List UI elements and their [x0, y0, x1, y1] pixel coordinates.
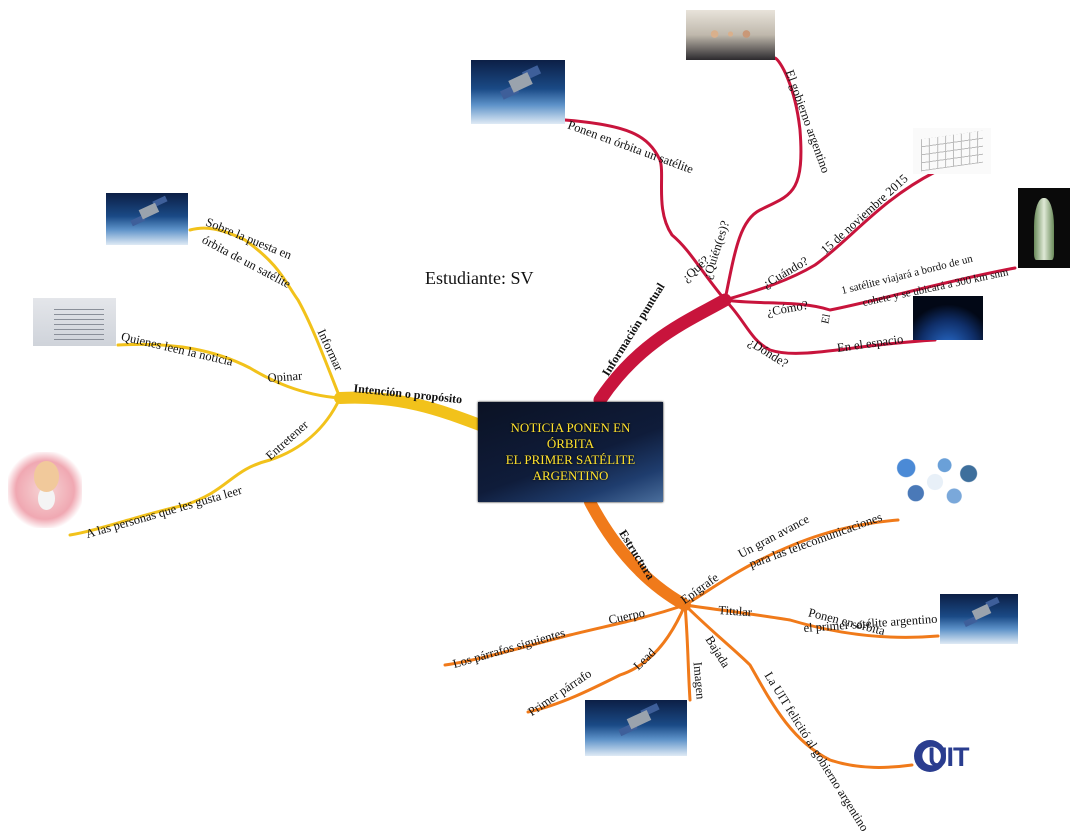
- government-photo: [686, 10, 775, 60]
- node-label-titular: Titular: [717, 603, 753, 620]
- branch-informacion: [593, 293, 732, 407]
- branch-cuerpo: [443, 603, 687, 667]
- telecom-collage-image: [885, 452, 985, 512]
- central-title-line: NOTICIA PONEN EN: [510, 419, 631, 435]
- branch-estructura: [584, 496, 691, 611]
- branch-quien: [723, 56, 803, 302]
- uit-logo: UIT: [912, 738, 988, 776]
- calendar-image: [913, 128, 991, 174]
- branch-intencion: [334, 391, 486, 431]
- rocket-image: [1018, 188, 1070, 268]
- uit-logo-ring: [914, 740, 946, 772]
- branch-imagen: [683, 603, 692, 702]
- branch-epigrafe: [683, 518, 900, 607]
- branch-que: [563, 118, 727, 302]
- student-label: Estudiante: SV: [425, 268, 534, 288]
- branch-donde: [723, 298, 937, 355]
- satellite-image: [585, 700, 687, 756]
- branch-cuando: [723, 170, 937, 302]
- node-label-imagen: Imagen: [690, 661, 708, 700]
- central-node: NOTICIA PONEN EN ÓRBITA EL PRIMER SATÉLI…: [478, 402, 663, 502]
- branch-titular: [683, 603, 940, 639]
- mind-map-branches: [68, 56, 1017, 769]
- satellite-image: [471, 60, 565, 124]
- branch-opinar: [116, 342, 342, 400]
- central-title-line: EL PRIMER SATÉLITE: [505, 452, 636, 467]
- node-detail-como-prefix: El: [819, 312, 834, 325]
- satellite-image: [940, 594, 1018, 644]
- uit-logo-text: UIT: [928, 742, 969, 772]
- earth-image: [913, 296, 983, 340]
- branch-informar: [188, 226, 342, 400]
- branch-como: [723, 266, 1017, 312]
- central-title-line: ARGENTINO: [532, 468, 609, 484]
- node-label-opinar: Opinar: [267, 368, 303, 385]
- branch-bajada: [683, 603, 914, 769]
- central-title-line: ÓRBITA: [546, 435, 595, 451]
- branch-lead: [526, 603, 687, 714]
- satellite-image: [106, 193, 188, 245]
- branch-entretener: [68, 396, 342, 537]
- cartoon-reader-image: [8, 452, 82, 528]
- reading-newspaper-image: [33, 298, 116, 346]
